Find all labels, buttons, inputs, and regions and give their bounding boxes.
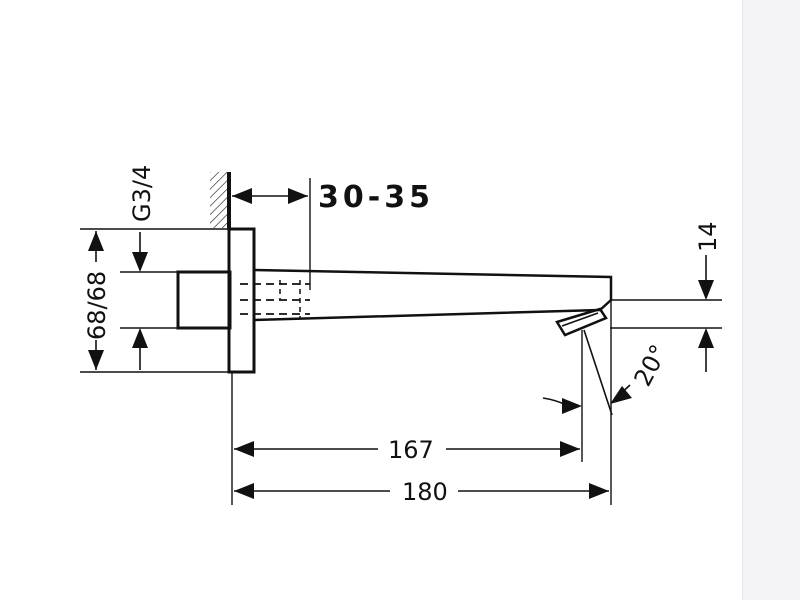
dim-plate-label-bg — [84, 262, 108, 340]
dim-thread-arrow-bottom — [132, 328, 148, 348]
nozzle-detail — [561, 312, 599, 327]
wall-hatching — [210, 172, 228, 228]
dim-thread-arrow-top — [132, 252, 148, 272]
spout-body — [253, 268, 613, 322]
dim-angle-label: 20° — [629, 340, 674, 391]
spout-nozzle — [555, 307, 608, 337]
dim-thread-label: G3/4 — [128, 165, 156, 222]
dim-plate-label: 68/68 — [83, 271, 111, 340]
dim-14-arrow-top — [698, 280, 714, 300]
dim-30-35-arrow-right — [288, 188, 308, 204]
dim-30-35-arrow-left — [232, 188, 252, 204]
dim-167-arrow-left — [234, 441, 254, 457]
dim-angle-ray — [583, 329, 613, 416]
connection-block — [176, 270, 232, 330]
dim-180-label: 180 — [402, 478, 448, 506]
dim-167-arrow-right — [560, 441, 580, 457]
dim-180-arrow-left — [234, 483, 254, 499]
dim-plate-arrow-top — [88, 231, 104, 251]
dim-plate-arrow-bottom — [88, 350, 104, 370]
side-panel — [742, 0, 800, 600]
dim-30-35-label: 30-35 — [318, 180, 434, 215]
dim-167-label: 167 — [388, 436, 434, 464]
dim-angle-arrow — [610, 386, 632, 404]
dim-180-arrow-right — [589, 483, 609, 499]
flow-arrow-head — [562, 398, 582, 414]
dim-14-arrow-bottom — [698, 328, 714, 348]
dim-14-label: 14 — [694, 221, 722, 252]
